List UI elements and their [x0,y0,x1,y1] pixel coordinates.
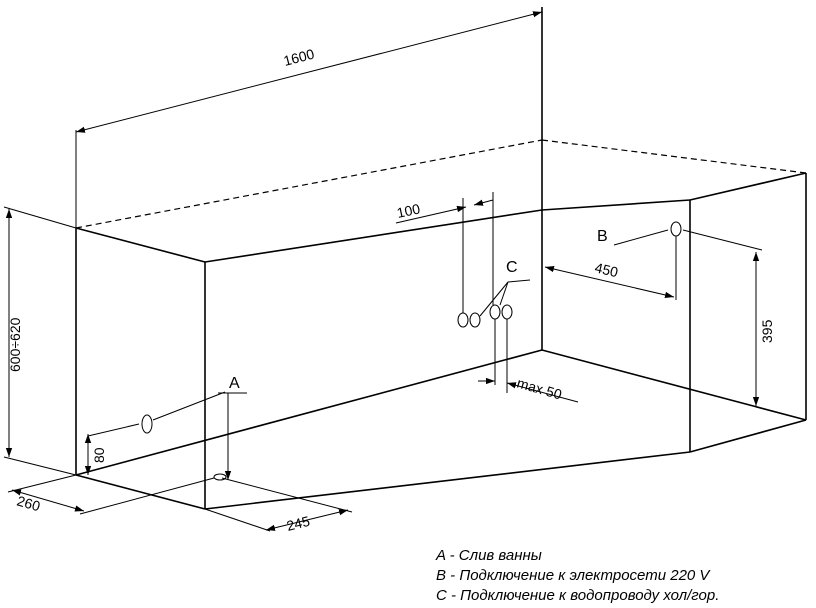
height-a-value: 80 [91,447,107,463]
height-b-value: 395 [759,319,775,343]
callout-c: C [506,259,518,276]
legend-c: C - Подключение к водопроводу хол/гор. [436,587,719,604]
tub-outline [75,7,807,510]
width-a-value: 245 [285,513,312,534]
dimension-offset-b: 450 [544,236,677,300]
callout-b: B [597,228,608,245]
length-value: 1600 [282,46,316,69]
legend-b: B - Подключение к электросети 220 V [436,567,711,584]
outlet-a: A [87,375,247,481]
outlet-c: C [457,259,531,328]
dimension-height: 600÷620 [3,206,77,476]
max-c-value: max 50 [515,375,564,403]
offset-c-value: 100 [395,200,421,221]
dimension-height-a: 80 [84,434,107,475]
legend: A - Слив ванны B - Подключение к электро… [435,547,719,604]
dimension-depth-a: 260 [7,474,215,515]
depth-a-value: 260 [15,493,42,515]
callout-a: A [229,375,240,392]
height-value: 600÷620 [7,317,23,372]
offset-b-value: 450 [593,259,620,280]
outlet-b: B [597,221,682,246]
legend-a: A - Слив ванны [435,547,542,564]
dimension-offset-c: 100 [395,192,494,313]
dimension-max-c: max 50 [478,319,579,403]
dimension-height-b: 395 [682,229,807,421]
dimension-width-a: 245 [204,477,353,534]
dimension-length: 1600 [75,7,543,228]
